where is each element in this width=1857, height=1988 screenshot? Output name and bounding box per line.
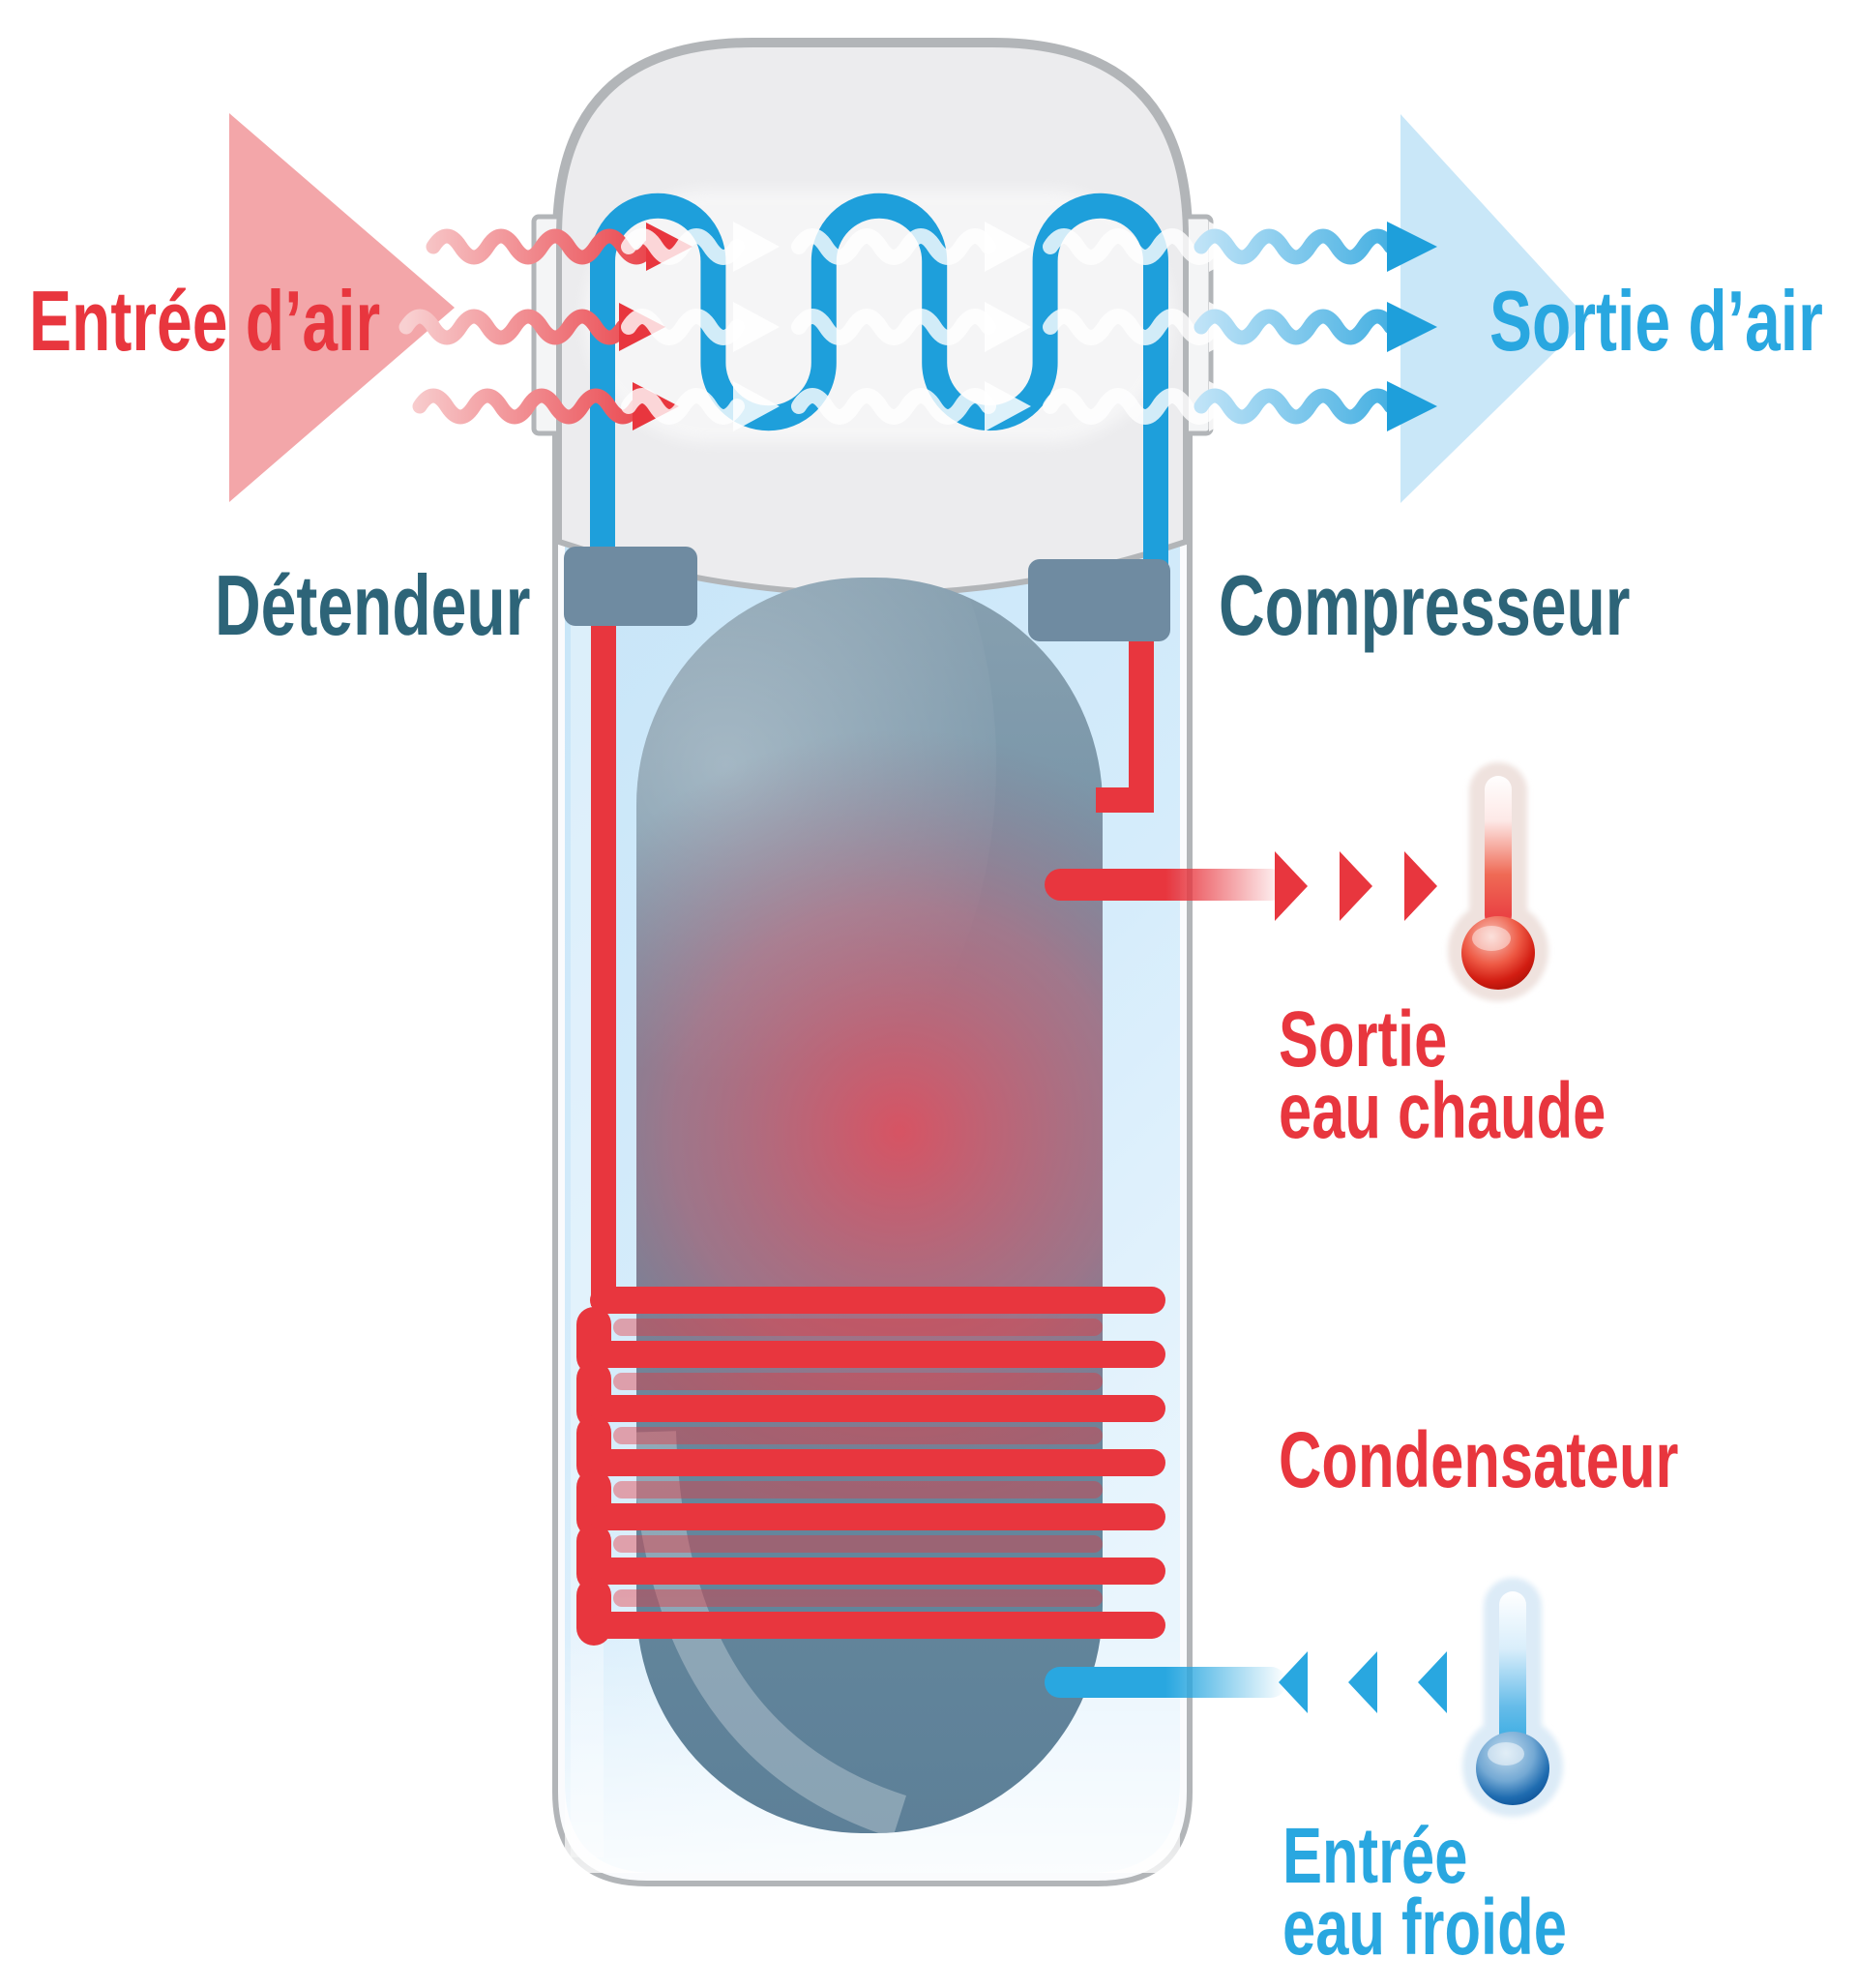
air-flow-white-arrows (621, 222, 1255, 431)
cold-flow-arrows (1279, 1651, 1447, 1713)
air-outlet-label: Sortie d’air (1489, 273, 1823, 369)
expansion-valve-label: Détendeur (215, 557, 531, 653)
condenser-label: Condensateur (1279, 1416, 1679, 1504)
hot-water-outlet-label-line1: Sortie (1279, 995, 1448, 1083)
cool-air-wavy-arrows (1194, 222, 1437, 431)
hot-water-pipe (1045, 869, 1286, 901)
thermometer-hot-icon (1448, 762, 1548, 1001)
air-outlet-arrow-icon (1400, 114, 1588, 503)
air-inlet-label: Entrée d’air (29, 273, 381, 369)
refrigerant-pipe-left (591, 619, 616, 1306)
cold-water-inlet-label: Entrée eau froide (1282, 1817, 1567, 1968)
condenser-coil (576, 1287, 1165, 1646)
compressor-label: Compresseur (1219, 557, 1631, 653)
refrigerant-pipe-right (1096, 634, 1154, 813)
hot-water-outlet-label-line2: eau chaude (1279, 1067, 1606, 1155)
air-inlet-arrow-icon (229, 113, 455, 502)
expansion-valve-block (564, 547, 697, 626)
cold-water-pipe (1045, 1667, 1286, 1698)
hot-flow-arrows (1275, 851, 1437, 921)
hot-water-outlet-label: Sortie eau chaude (1279, 1000, 1606, 1151)
cold-water-inlet-label-line2: eau froide (1282, 1884, 1567, 1972)
thermometer-cold-icon (1462, 1578, 1563, 1817)
cold-water-inlet-label-line1: Entrée (1282, 1812, 1468, 1900)
compressor-block (1028, 559, 1170, 641)
warm-air-wavy-arrows (398, 223, 693, 430)
